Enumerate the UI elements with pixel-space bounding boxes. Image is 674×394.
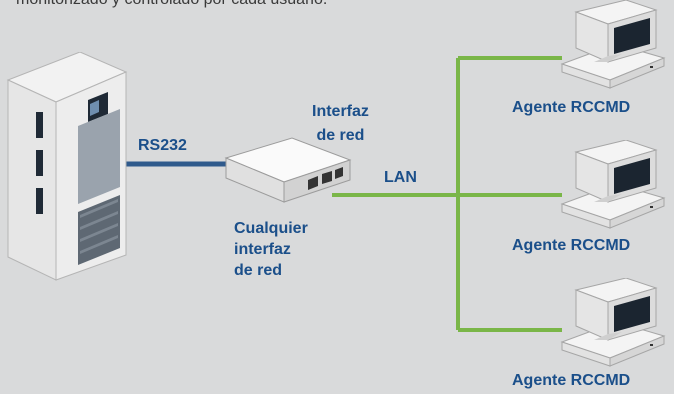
- any-interface-label: Cualquier interfaz de red: [234, 220, 308, 279]
- lan-label: LAN: [384, 169, 417, 186]
- agent-label-2: Agente RCCMD: [512, 237, 631, 254]
- computer-icon-2: [560, 140, 666, 229]
- computer-icon-1: [560, 0, 666, 89]
- lan-cable: [332, 56, 562, 332]
- agent-label-3: Agente RCCMD: [512, 372, 631, 389]
- rs232-label: RS232: [138, 137, 187, 154]
- network-interface-device-icon: [224, 137, 352, 203]
- network-interface-label: Interfaz de red: [312, 103, 369, 144]
- agent-label-1: Agente RCCMD: [512, 99, 631, 116]
- computer-icon-3: [560, 278, 666, 367]
- intro-text: monitorizado y controlado por cada usuar…: [16, 0, 327, 9]
- ups-cabinet-icon: [6, 52, 128, 281]
